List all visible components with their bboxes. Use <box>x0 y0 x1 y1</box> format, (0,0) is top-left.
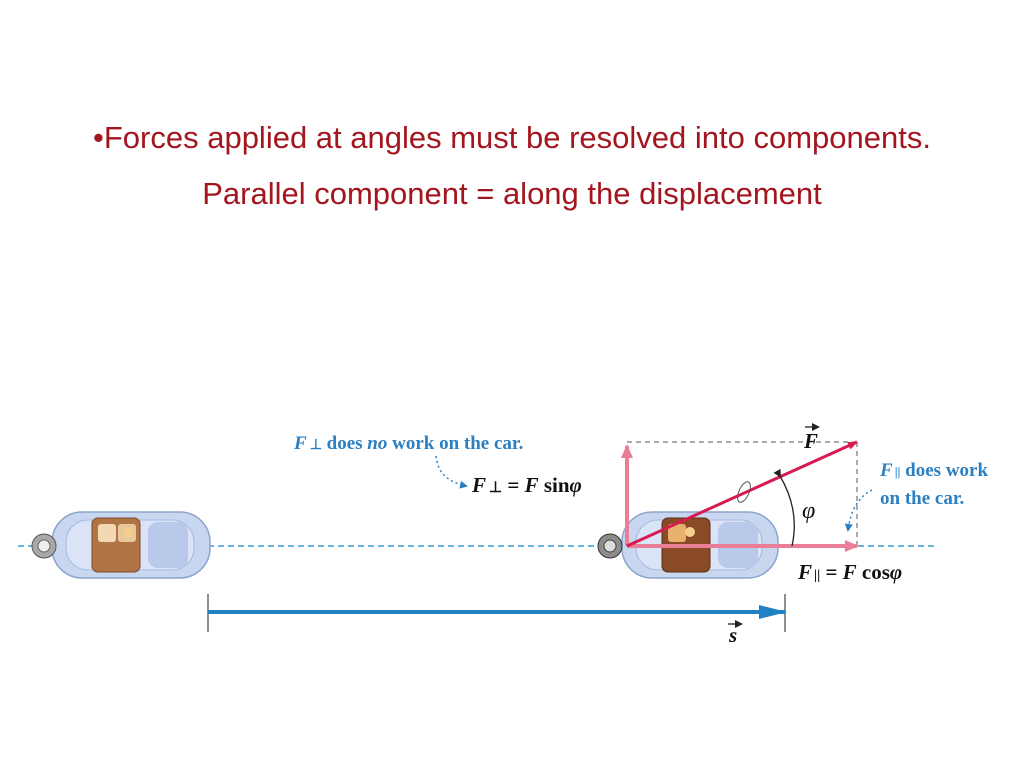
fperp-equation: F⊥ = F sinφ <box>471 473 582 497</box>
fpar-pointer <box>844 489 873 532</box>
slide-text: •Forces applied at angles must be resolv… <box>60 118 964 214</box>
fpar-equation: F|| = F cosφ <box>797 560 902 584</box>
angle-arc <box>773 468 795 547</box>
force-rotation-mark <box>737 481 751 503</box>
force-label: F <box>803 423 820 453</box>
bullet-parallel-component: Parallel component = along the displacem… <box>202 176 822 211</box>
fperp-note: F⊥ does no work on the car. <box>293 433 523 454</box>
angle-label: φ <box>802 498 815 524</box>
fperp-pointer <box>435 455 468 489</box>
bullet-forces-at-angles: •Forces applied at angles must be resolv… <box>93 120 931 155</box>
svg-text:s: s <box>728 623 737 647</box>
car-start <box>31 511 211 579</box>
force-vector-arrow <box>626 440 858 548</box>
fpar-note: F|| does work on the car. <box>879 460 993 509</box>
svg-text:F: F <box>803 429 818 453</box>
displacement-label: s <box>728 620 743 647</box>
